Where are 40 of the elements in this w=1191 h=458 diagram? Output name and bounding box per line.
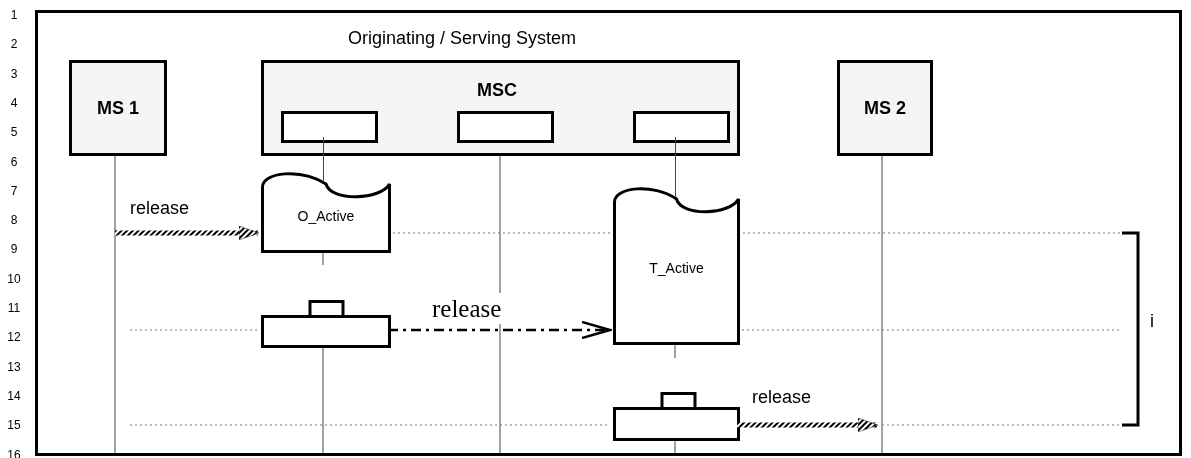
msc-box — [261, 60, 740, 156]
row-number: 3 — [9, 65, 19, 83]
process-box — [457, 111, 554, 143]
row-number: 7 — [9, 182, 19, 200]
row-number: 9 — [9, 241, 19, 259]
row-number: 10 — [6, 270, 22, 288]
entity-name: MS 1 — [97, 96, 139, 120]
edge-label: release — [430, 293, 504, 325]
message-arrow — [388, 320, 612, 340]
task-box — [613, 392, 740, 441]
row-number: 11 — [6, 300, 22, 317]
row-number: 5 — [9, 124, 19, 142]
row-number: 1 — [9, 7, 19, 24]
row-number: 15 — [6, 417, 22, 435]
entity-box — [837, 60, 933, 156]
entity-box — [69, 60, 167, 156]
row-number: 16 — [6, 446, 22, 458]
row-number: 4 — [9, 94, 19, 112]
task-box — [261, 300, 391, 348]
entity-name: MSC — [477, 79, 517, 102]
row-number: 8 — [9, 212, 19, 230]
row-number: 13 — [6, 358, 22, 376]
interval-label: i — [1150, 310, 1154, 333]
process-box — [281, 111, 378, 143]
state-symbol — [613, 187, 740, 345]
entity-name: MS 2 — [864, 96, 906, 120]
lifeline — [323, 136, 324, 183]
process-box — [633, 111, 730, 143]
state-name: T_Active — [648, 259, 705, 278]
state-name: O_Active — [296, 207, 356, 226]
row-number: 12 — [6, 329, 22, 347]
state-symbol — [261, 172, 391, 253]
system-frame — [35, 10, 1182, 456]
message-arrow — [115, 225, 260, 241]
frame-title: Originating / Serving System — [348, 27, 577, 50]
lifeline — [675, 136, 676, 198]
row-number: 14 — [6, 387, 22, 405]
row-number: 6 — [9, 153, 19, 171]
message-arrow — [737, 417, 879, 433]
row-number: 2 — [9, 36, 19, 54]
